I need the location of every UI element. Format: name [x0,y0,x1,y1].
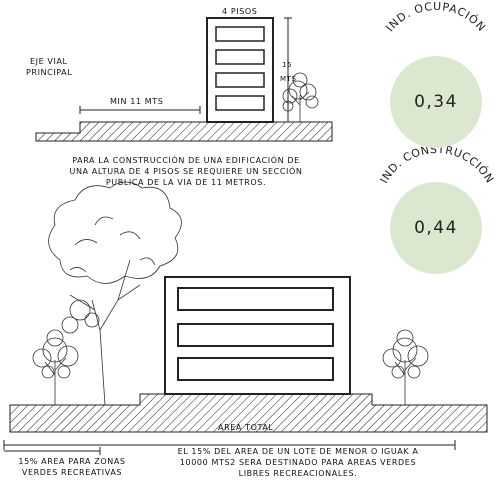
top-caption-line1: PARA LA CONSTRUCCIÓN DE UNA EDIFICACIÓN … [72,156,300,165]
ocupacion-value: 0,34 [414,92,458,112]
green-area-caption-line2: VERDES RECREATIVAS [21,468,123,477]
area-total-dimension [3,440,456,455]
height-dimension [284,17,292,122]
green-area-caption-line1: 15% AREA PARA ZONAS [18,457,126,466]
area-total-label: AREA TOTAL [218,423,274,432]
height-label: MTS [280,75,297,83]
construccion-value: 0,44 [414,218,458,238]
top-caption-line2: UNA ALTURA DE 4 PISOS SE REQUIERE UN SEC… [69,167,303,176]
large-tree-icon [48,181,182,406]
rule-caption-line2: 10000 MTS2 SERA DESTINADO PARA AREAS VER… [179,458,417,467]
distance-label: MIN 11 MTS [110,97,164,106]
rule-caption-line1: EL 15% DEL AREA DE UN LOTE DE MENOR O IG… [177,447,419,456]
floors-label: 4 PISOS [222,7,258,16]
tree-icon [382,329,429,405]
road-label-line2: PRINCIPAL [26,68,73,77]
index-label: IND. OCUPACIÓN [383,0,488,34]
ocupacion-circle: 0,34 [390,56,482,148]
construccion-circle: 0,44 [390,182,482,274]
height-number: 15 [282,61,293,69]
bottom-ground [9,393,488,433]
index-label: IND. CONSTRUCCIÓN [377,143,496,186]
road-label-line1: EJE VIAL [30,57,68,66]
distance-dimension [79,106,201,114]
top-ground [35,121,333,142]
bottom-building [164,276,351,395]
tree-icon [282,72,319,122]
top-building [206,17,274,123]
rule-caption-line3: LIBRES RECREACIONALES. [238,469,358,478]
top-caption-line3: PUBLICA DE LA VIA DE 11 METROS. [105,178,267,187]
tree-icon [32,329,79,405]
